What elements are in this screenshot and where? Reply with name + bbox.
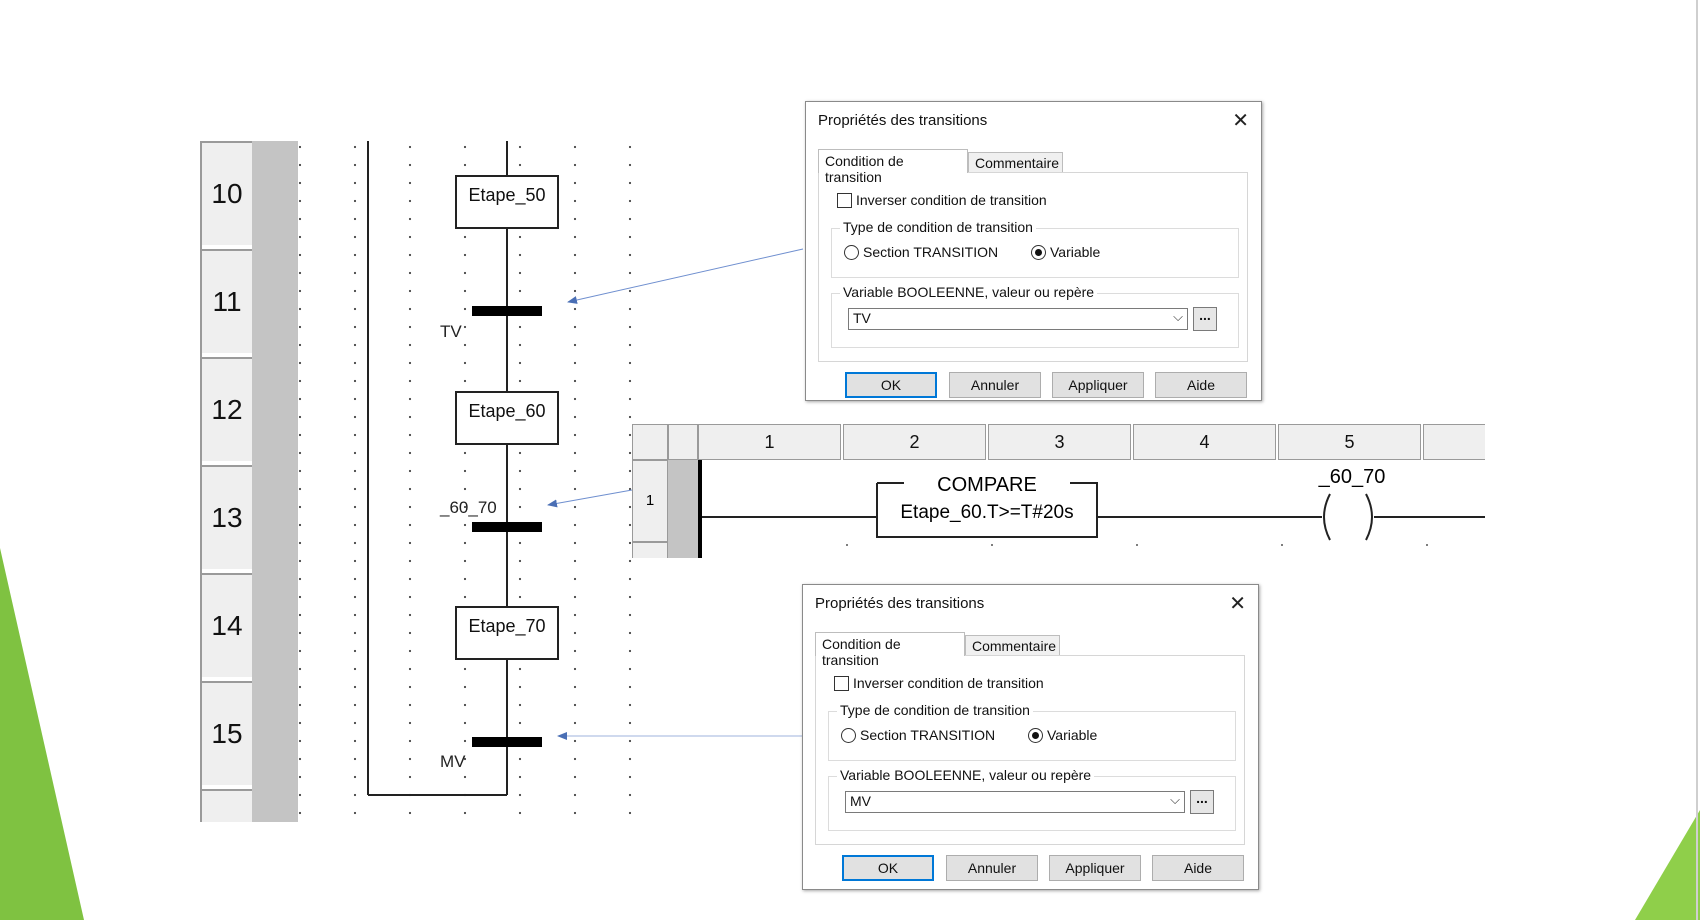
variable-combo[interactable]: MV ⌵ bbox=[845, 791, 1185, 813]
step-etape-60[interactable]: Etape_60 bbox=[455, 391, 559, 445]
transition-label-60-70: _60_70 bbox=[440, 498, 497, 517]
type-group-title: Type de condition de transition bbox=[840, 219, 1036, 235]
browse-button[interactable]: ... bbox=[1190, 790, 1214, 814]
row-number-10: 10 bbox=[202, 141, 252, 245]
type-group: Type de condition de transition Section … bbox=[828, 702, 1236, 761]
radio-section-transition[interactable] bbox=[841, 728, 856, 743]
step-etape-70[interactable]: Etape_70 bbox=[455, 606, 559, 660]
transition-label-mv: MV bbox=[440, 752, 466, 771]
invert-label: Inverser condition de transition bbox=[853, 675, 1044, 691]
ok-button[interactable]: OK bbox=[842, 855, 934, 881]
transition-60-70[interactable] bbox=[472, 522, 542, 532]
tab-comment[interactable]: Commentaire bbox=[965, 635, 1060, 656]
invert-checkbox[interactable] bbox=[837, 193, 852, 208]
transition-properties-dialog-mv: Propriétés des transitions ✕ Condition d… bbox=[802, 584, 1259, 890]
ladder-col-4: 4 bbox=[1133, 424, 1276, 460]
transition-tv[interactable] bbox=[472, 306, 542, 316]
variable-combo[interactable]: TV ⌵ bbox=[848, 308, 1188, 330]
invert-checkbox[interactable] bbox=[834, 676, 849, 691]
ladder-editor: 1 2 3 4 5 1 COMPARE Etape_60.T>=T#20s _6… bbox=[632, 424, 1485, 558]
type-group-title: Type de condition de transition bbox=[837, 702, 1033, 718]
ladder-col-2: 2 bbox=[843, 424, 986, 460]
grafcet-grid bbox=[298, 141, 632, 815]
condition-panel: Inverser condition de transition Type de… bbox=[818, 172, 1248, 362]
transition-properties-dialog-tv: Propriétés des transitions ✕ Condition d… bbox=[805, 101, 1262, 401]
cancel-button[interactable]: Annuler bbox=[949, 372, 1041, 398]
step-etape-50[interactable]: Etape_50 bbox=[455, 175, 559, 229]
radio-variable[interactable] bbox=[1028, 728, 1043, 743]
variable-group: Variable BOOLEENNE, valeur ou repère TV … bbox=[831, 284, 1239, 348]
coil-label: _60_70 bbox=[1318, 466, 1386, 488]
radio-section-label: Section TRANSITION bbox=[863, 244, 999, 260]
compare-title: COMPARE bbox=[937, 474, 1037, 496]
radio-section-transition[interactable] bbox=[844, 245, 859, 260]
tab-condition[interactable]: Condition de transition bbox=[815, 632, 965, 668]
dialog-title: Propriétés des transitions bbox=[818, 112, 988, 129]
cancel-button[interactable]: Annuler bbox=[946, 855, 1038, 881]
ladder-col-3: 3 bbox=[988, 424, 1131, 460]
variable-value: MV bbox=[850, 793, 871, 809]
ladder-row-gutter bbox=[668, 460, 698, 558]
transition-label-tv: TV bbox=[440, 322, 462, 341]
dialog-title: Propriétés des transitions bbox=[815, 595, 985, 612]
variable-group: Variable BOOLEENNE, valeur ou repère MV … bbox=[828, 767, 1236, 831]
ladder-col-1: 1 bbox=[698, 424, 841, 460]
ladder-row-number: 1 bbox=[632, 460, 668, 542]
radio-section-label: Section TRANSITION bbox=[860, 727, 996, 743]
help-button[interactable]: Aide bbox=[1155, 372, 1247, 398]
tab-condition[interactable]: Condition de transition bbox=[818, 149, 968, 185]
ladder-corner bbox=[632, 424, 668, 460]
apply-button[interactable]: Appliquer bbox=[1052, 372, 1144, 398]
grafcet-left-border bbox=[200, 141, 202, 822]
help-button[interactable]: Aide bbox=[1152, 855, 1244, 881]
tab-comment[interactable]: Commentaire bbox=[968, 152, 1063, 173]
close-icon[interactable]: ✕ bbox=[1229, 593, 1246, 615]
invert-label: Inverser condition de transition bbox=[856, 192, 1047, 208]
browse-button[interactable]: ... bbox=[1193, 307, 1217, 331]
row-number-11: 11 bbox=[202, 249, 252, 353]
close-icon[interactable]: ✕ bbox=[1232, 110, 1249, 132]
coil-left-icon bbox=[1323, 493, 1331, 541]
arrow-to-transition-60-70 bbox=[547, 489, 633, 508]
ladder-col-6 bbox=[1423, 424, 1485, 460]
green-triangle-left bbox=[0, 548, 84, 920]
row-number-14: 14 bbox=[202, 573, 252, 677]
variable-group-title: Variable BOOLEENNE, valeur ou repère bbox=[837, 767, 1095, 783]
transition-mv[interactable] bbox=[472, 737, 542, 747]
arrow-to-transition-tv bbox=[567, 248, 804, 304]
compare-expression[interactable]: Etape_60.T>=T#20s bbox=[900, 502, 1074, 523]
variable-value: TV bbox=[853, 310, 871, 326]
ladder-power-rail bbox=[698, 460, 702, 558]
chevron-down-icon[interactable]: ⌵ bbox=[1173, 309, 1183, 324]
ok-button[interactable]: OK bbox=[845, 372, 937, 398]
coil-right-icon bbox=[1365, 493, 1373, 541]
ladder-row-number-next bbox=[632, 542, 668, 558]
ladder-rung bbox=[702, 482, 1485, 546]
row-number-12: 12 bbox=[202, 357, 252, 461]
chevron-down-icon[interactable]: ⌵ bbox=[1170, 792, 1180, 807]
variable-group-title: Variable BOOLEENNE, valeur ou repère bbox=[840, 284, 1098, 300]
ladder-col-5: 5 bbox=[1278, 424, 1421, 460]
type-group: Type de condition de transition Section … bbox=[831, 219, 1239, 278]
radio-variable-label: Variable bbox=[1050, 244, 1101, 260]
row-number-13: 13 bbox=[202, 465, 252, 569]
row-number-15: 15 bbox=[202, 681, 252, 785]
ladder-corner-2 bbox=[668, 424, 698, 460]
condition-panel: Inverser condition de transition Type de… bbox=[815, 655, 1245, 845]
radio-variable[interactable] bbox=[1031, 245, 1046, 260]
row-gutter bbox=[252, 141, 298, 822]
apply-button[interactable]: Appliquer bbox=[1049, 855, 1141, 881]
radio-variable-label: Variable bbox=[1047, 727, 1098, 743]
green-triangle-right bbox=[1635, 810, 1700, 920]
row-number-16 bbox=[202, 789, 252, 822]
